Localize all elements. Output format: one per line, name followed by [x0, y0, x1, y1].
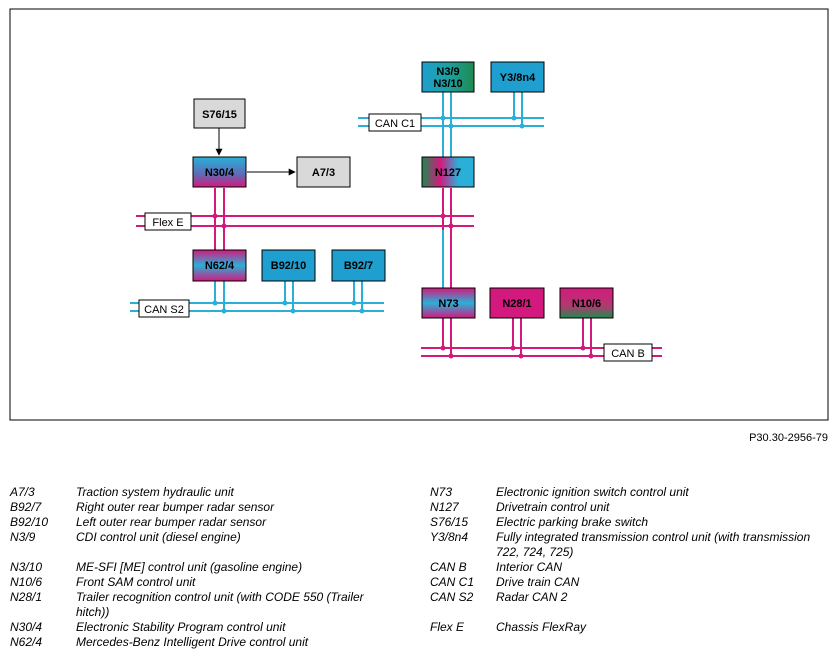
svg-text:N73: N73: [438, 298, 458, 310]
module-n62-4[interactable]: N62/4: [192, 249, 247, 282]
module-n3-9-n3-10[interactable]: N3/9 N3/10: [421, 61, 475, 93]
module-y3-8n4[interactable]: Y3/8n4: [490, 61, 545, 93]
svg-text:Y3/8n4: Y3/8n4: [500, 72, 536, 84]
bus-label-can-c1: CAN C1: [368, 113, 422, 132]
flex-e-bus: [136, 188, 474, 288]
bus-label-flex-e: Flex E: [144, 212, 192, 231]
can-c1-nodes: [440, 115, 525, 129]
svg-text:N10/6: N10/6: [572, 298, 601, 310]
flex-e-nodes: [212, 213, 454, 229]
svg-text:CAN S2: CAN S2: [144, 304, 184, 316]
module-n127[interactable]: N127: [421, 156, 475, 188]
svg-text:A7/3: A7/3: [312, 167, 335, 179]
can-b-nodes: [440, 345, 594, 359]
diagram-frame: [9, 8, 829, 421]
svg-text:N28/1: N28/1: [502, 298, 531, 310]
svg-text:CAN C1: CAN C1: [375, 118, 415, 130]
module-n30-4[interactable]: N30/4: [192, 156, 247, 188]
module-n10-6[interactable]: N10/6: [559, 287, 614, 319]
svg-text:N127: N127: [435, 167, 461, 179]
bus-label-can-s2: CAN S2: [138, 299, 190, 318]
module-b92-7[interactable]: B92/7: [331, 249, 386, 282]
bus-label-can-b: CAN B: [603, 343, 653, 362]
module-n28-1[interactable]: N28/1: [489, 287, 545, 319]
module-s76-15[interactable]: S76/15: [193, 98, 246, 129]
module-b92-10[interactable]: B92/10: [261, 249, 316, 282]
network-diagram: S76/15 N30/4 A7/3 N62/4 B92/10 B92/7 N3/…: [9, 8, 829, 421]
module-a7-3[interactable]: A7/3: [296, 156, 351, 188]
svg-text:CAN B: CAN B: [611, 348, 645, 360]
svg-text:S76/15: S76/15: [202, 109, 237, 121]
module-n73[interactable]: N73: [421, 287, 476, 319]
svg-text:N62/4: N62/4: [205, 260, 235, 272]
svg-text:Flex E: Flex E: [152, 217, 183, 229]
can-s2-nodes: [212, 300, 365, 314]
svg-text:N3/9: N3/9: [436, 66, 459, 78]
svg-text:B92/7: B92/7: [344, 260, 373, 272]
svg-text:N30/4: N30/4: [205, 167, 235, 179]
svg-text:B92/10: B92/10: [271, 260, 306, 272]
figure-reference: P30.30-2956-79: [749, 432, 828, 444]
svg-text:N3/10: N3/10: [433, 78, 462, 90]
